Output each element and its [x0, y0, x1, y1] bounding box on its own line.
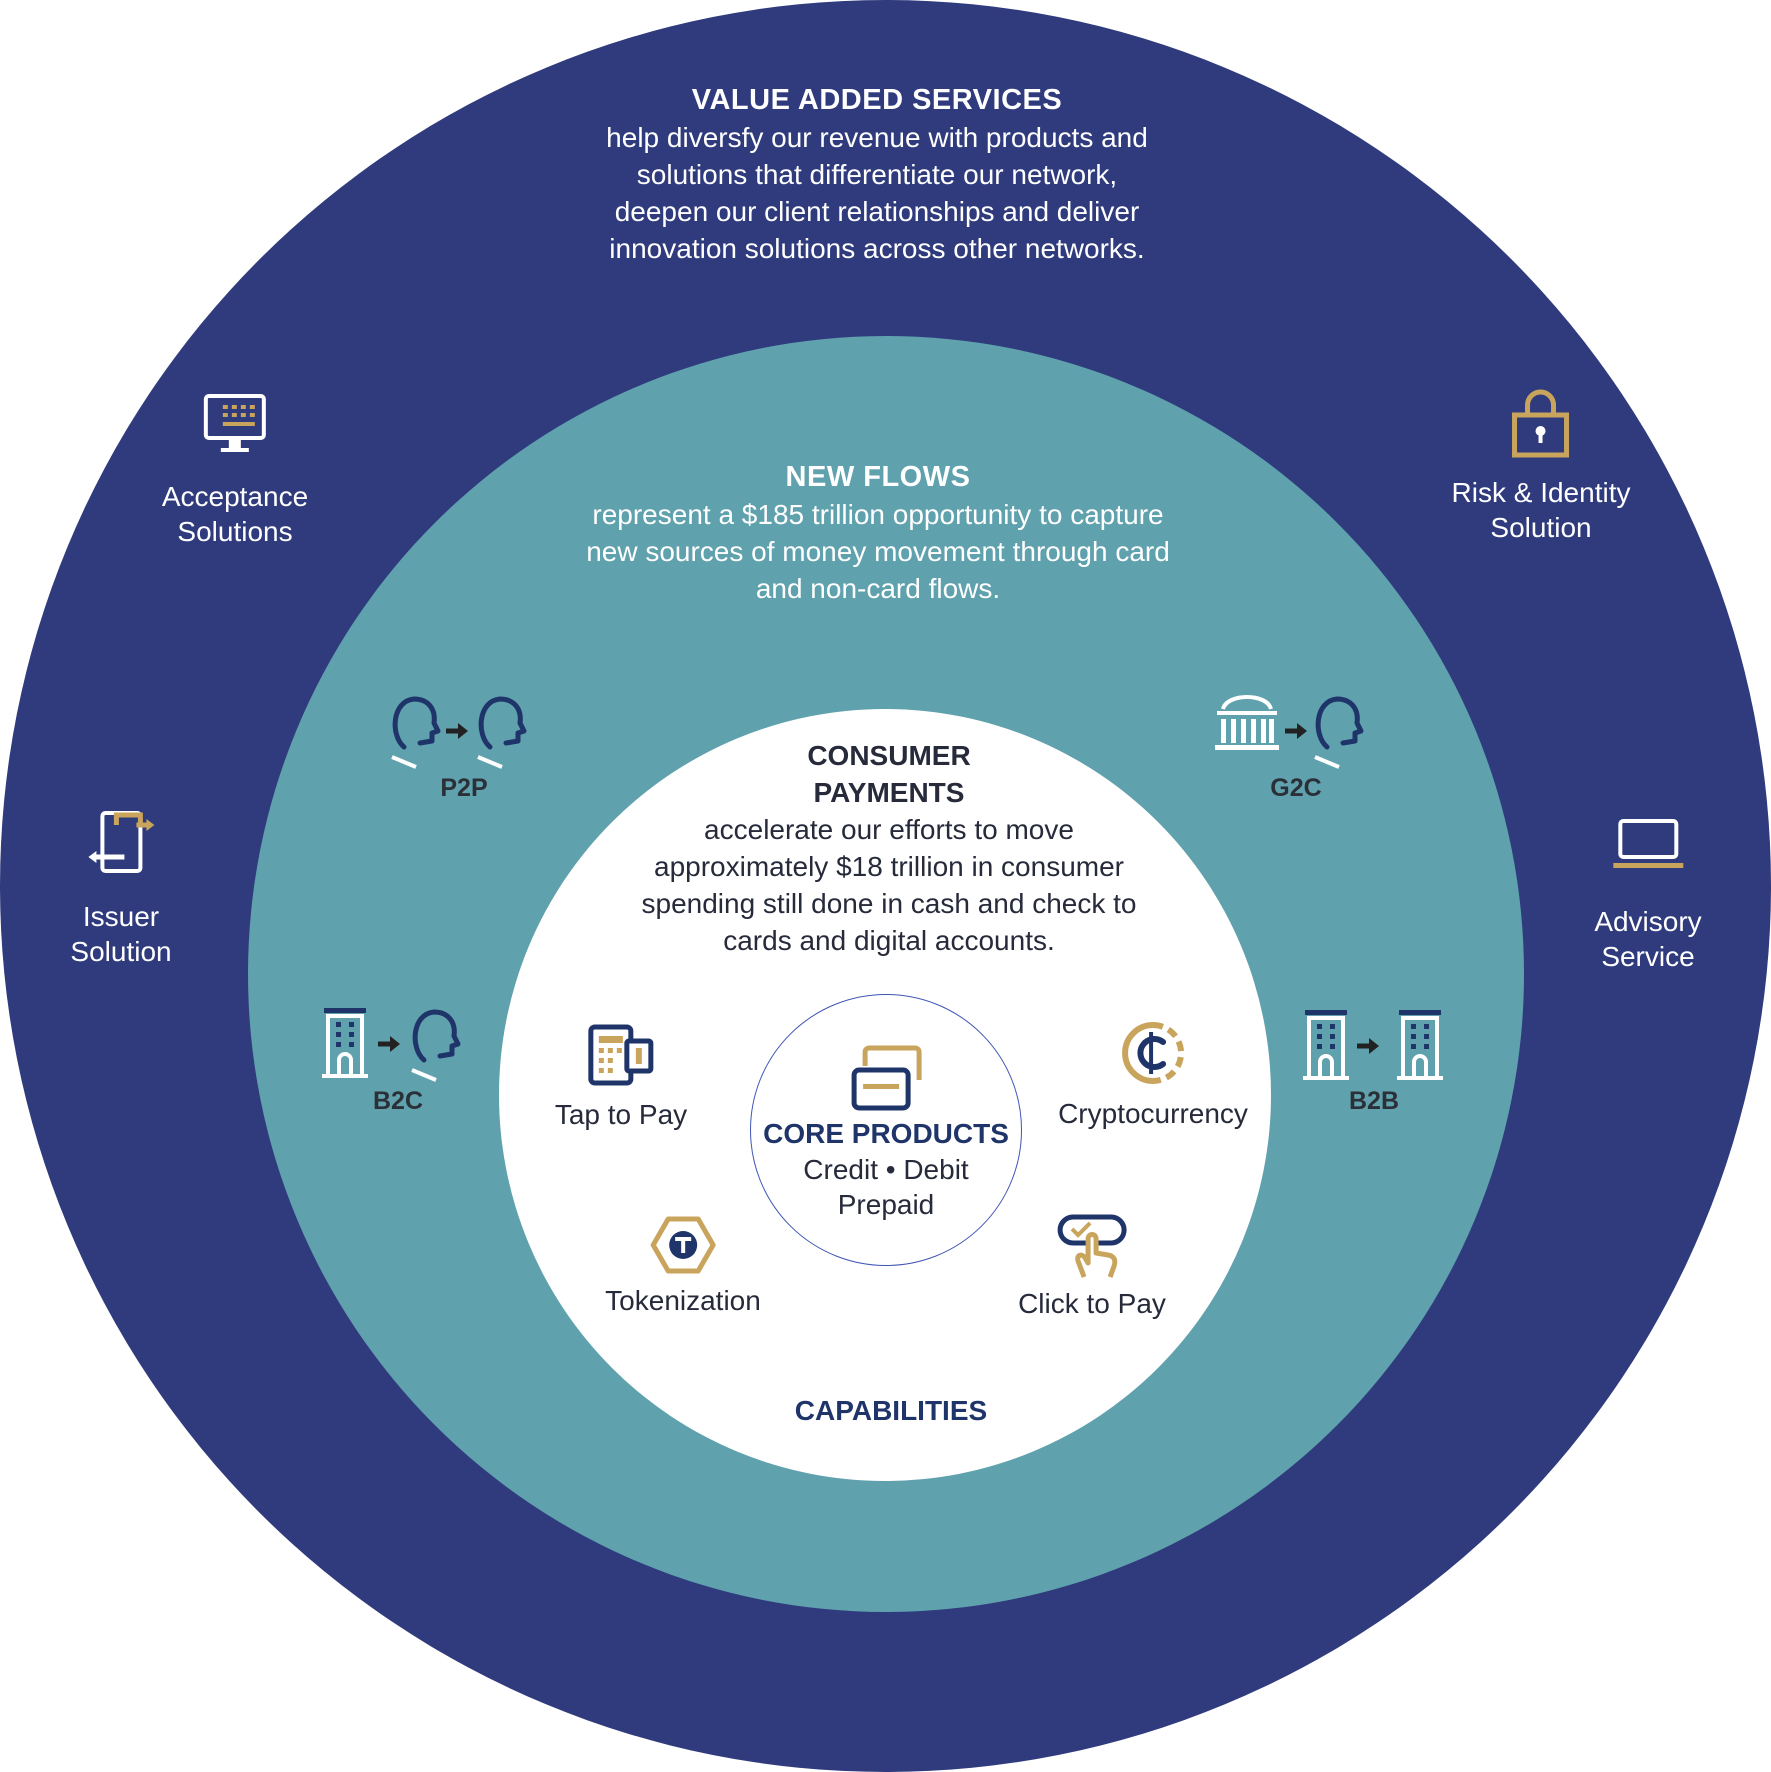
consumer-payments-block: CONSUMER PAYMENTS accelerate our efforts… [642, 737, 1137, 959]
value-added-description-line: innovation solutions across other networ… [609, 233, 1145, 264]
tokenization-item: Tokenization [605, 1216, 761, 1318]
acceptance-solutions-label: Solutions [177, 516, 293, 547]
tokenization-icon [650, 1216, 716, 1274]
b2b-flow-item: B2B [1299, 1010, 1449, 1116]
consumer-payments-description-line: accelerate our efforts to move [704, 814, 1074, 845]
cryptocurrency-item: Cryptocurrency [1058, 1021, 1248, 1131]
value-added-description-line: solutions that differentiate our network… [636, 159, 1118, 190]
cryptocurrency-label: Cryptocurrency [1058, 1098, 1248, 1129]
core-products-circle [750, 994, 1022, 1266]
issuer-solution-label: Issuer [82, 901, 160, 932]
advisory-service-label: Advisory [1594, 906, 1702, 937]
consumer-payments-description-line: spending still done in cash and check to [641, 888, 1137, 919]
value-added-services-block: VALUE ADDED SERVICES help diversfy our r… [606, 82, 1148, 267]
phone-transfer-icon [88, 811, 154, 873]
core-products-title: CORE PRODUCTS [763, 1118, 1009, 1149]
new-flows-description-line: represent a $185 trillion opportunity to… [592, 499, 1164, 530]
value-added-services-title: VALUE ADDED SERVICES [691, 84, 1063, 116]
click-to-pay-icon [1057, 1214, 1127, 1278]
cards-icon [851, 1045, 922, 1111]
core-products-block: CORE PRODUCTS Credit • Debit Prepaid [763, 1045, 1009, 1222]
padlock-icon [1512, 389, 1570, 458]
advisory-service-item: Advisory Service [1594, 818, 1702, 974]
capabilities-heading-block: CAPABILITIES [795, 1393, 987, 1429]
acceptance-solutions-item: Acceptance Solutions [162, 393, 308, 549]
monitor-keypad-icon [203, 394, 266, 452]
new-flows-description-line: new sources of money movement through ca… [586, 536, 1170, 567]
consumer-payments-title: PAYMENTS [813, 777, 965, 808]
new-flows-title: NEW FLOWS [785, 461, 971, 493]
p2p-flow-item: P2P [384, 695, 544, 803]
advisory-service-label: Service [1601, 941, 1695, 972]
cryptocurrency-icon [1122, 1022, 1184, 1084]
consumer-payments-description-line: cards and digital accounts. [723, 925, 1055, 956]
government-to-consumer-icon [1215, 695, 1364, 769]
b2c-flow-item: B2C [318, 1008, 478, 1116]
risk-identity-label: Solution [1490, 512, 1592, 543]
risk-identity-label: Risk & Identity [1451, 477, 1631, 508]
p2p-label: P2P [440, 774, 488, 802]
business-to-consumer-icon [322, 1008, 461, 1082]
tap-to-pay-icon [588, 1024, 654, 1086]
acceptance-solutions-label: Acceptance [161, 481, 309, 512]
tap-to-pay-item: Tap to Pay [555, 1024, 687, 1132]
g2c-label: G2C [1270, 774, 1322, 802]
issuer-solution-label: Solution [70, 936, 172, 967]
core-products-line: Credit • Debit [803, 1154, 969, 1185]
consumer-payments-description-line: approximately $18 trillion in consumer [654, 851, 1124, 882]
new-flows-description-line: and non-card flows. [755, 573, 1001, 604]
value-added-description-line: help diversfy our revenue with products … [606, 122, 1148, 153]
business-to-business-icon [1303, 1010, 1443, 1080]
risk-identity-solution-item: Risk & Identity Solution [1451, 389, 1631, 545]
core-products-line: Prepaid [837, 1189, 935, 1220]
tap-to-pay-label: Tap to Pay [554, 1099, 688, 1130]
consumer-payments-title: CONSUMER [807, 740, 971, 771]
value-added-description-line: deepen our client relationships and deli… [614, 196, 1140, 227]
issuer-solution-item: Issuer Solution [70, 809, 172, 969]
laptop-icon [1613, 819, 1683, 868]
b2b-label: B2B [1348, 1087, 1399, 1115]
b2c-label: B2C [372, 1087, 423, 1115]
new-flows-block: NEW FLOWS represent a $185 trillion oppo… [586, 459, 1170, 607]
g2c-flow-item: G2C [1211, 695, 1381, 803]
tokenization-label: Tokenization [605, 1285, 761, 1316]
person-to-person-icon [391, 696, 527, 769]
click-to-pay-item: Click to Pay [1018, 1213, 1166, 1321]
capabilities-title: CAPABILITIES [794, 1395, 988, 1426]
click-to-pay-label: Click to Pay [1018, 1288, 1166, 1319]
